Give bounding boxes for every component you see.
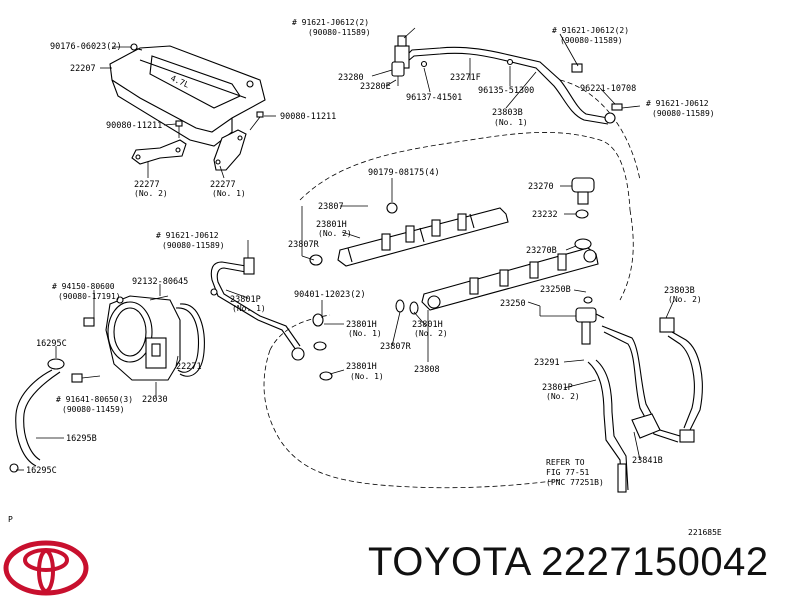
label-23808: 23808 [414,365,440,375]
fuel-rail-lower-23808[interactable] [421,247,599,311]
throttle-body-22030[interactable] [105,295,181,381]
bracket-22277-no1[interactable] [213,129,247,171]
label-fig-77-51: FIG 77-51 [546,468,590,477]
label-90080-11459: (90080-11459) [62,405,125,414]
label-22030: 22030 [142,395,168,405]
label-91621-j0612-c: # 91621-J0612 [646,99,709,108]
screw-icon [71,295,169,383]
label-91621-j0612-b: # 91621-J0612(2) [552,26,629,35]
label-23291: 23291 [534,358,560,368]
label-90080-11211-a: 90080-11211 [106,121,162,131]
label-23270: 23270 [528,182,554,192]
part-labels: 90176-06023(2) 22207 90080-11211 90080-1… [8,18,722,537]
label-23801h-b: 23801H [346,320,377,330]
label-23801p-b-no: (No. 2) [546,392,580,401]
label-23801h-c: 23801H [412,320,443,330]
label-90401-12023: 90401-12023(2) [294,290,366,300]
label-96135-51300: 96135-51300 [478,86,534,96]
label-96137-41501: 96137-41501 [406,93,462,103]
fuel-line-23801p-no1[interactable] [210,257,305,361]
label-23801h-a: 23801H [316,220,347,230]
hose-23803b-no2[interactable] [659,317,703,443]
label-23807r-a: 23807R [288,240,320,250]
label-23271f: 23271F [450,73,481,83]
label-23801p-b: 23801P [542,383,573,393]
bracket-22277-no2[interactable] [131,139,187,165]
label-23801p-a-no: (No. 1) [232,304,266,313]
fuel-rail-upper-23807[interactable] [337,202,509,267]
label-91621-j0612-d: # 91621-J0612 [156,231,219,240]
label-23803b-a: 23803B [492,108,523,118]
label-p: P [8,515,13,524]
label-16295c-a: 16295C [36,339,67,349]
label-90179-08175: 90179-08175(4) [368,168,440,178]
label-23807: 23807 [318,202,344,212]
label-91641-80650: # 91641-80650(3) [56,395,133,404]
engine-outline [263,79,641,489]
label-22277-a-no: (No. 2) [134,189,168,198]
label-22271: 22271 [176,362,202,372]
label-91621-j0612-a: # 91621-J0612(2) [292,18,369,27]
label-22207: 22207 [70,64,96,74]
label-23270b: 23270B [526,246,557,256]
label-94150-80600: # 94150-80600 [52,282,115,291]
label-23807r-b: 23807R [380,342,412,352]
label-92132-80645: 92132-80645 [132,277,188,287]
fuel-line-23801p-no2[interactable] [587,325,681,491]
regulator-23280[interactable] [391,61,405,86]
label-16295c-b: 16295C [26,466,57,476]
label-23841b: 23841B [632,456,663,466]
label-23803b-b: 23803B [664,286,695,296]
label-23801h-b-no: (No. 1) [348,329,382,338]
injector-23250[interactable] [575,307,605,345]
label-90080-11589-c: (90080-11589) [652,109,715,118]
label-23232: 23232 [532,210,558,220]
gasket-22271[interactable] [175,303,205,377]
label-23250: 23250 [500,299,526,309]
label-23803b-b-no: (No. 2) [668,295,702,304]
label-23250b: 23250B [540,285,571,295]
label-22277-b: 22277 [210,180,236,190]
label-22277-a: 22277 [134,180,160,190]
label-90080-11589-d: (90080-11589) [162,241,225,250]
label-16295b: 16295B [66,434,97,444]
label-23801p-a: 23801P [230,295,261,305]
label-refer-to: REFER TO [546,458,585,467]
label-90080-11211-b: 90080-11211 [280,112,336,122]
label-96221-10708: 96221-10708 [580,84,636,94]
hose-16295b[interactable] [9,358,65,473]
label-23801h-c-no: (No. 2) [414,329,448,338]
label-90080-17191: (90080-17191) [58,292,121,301]
label-90176-06023: 90176-06023(2) [50,42,122,52]
toyota-logo-icon [3,540,89,596]
engine-cover-22207[interactable]: 4.7L [109,43,266,147]
label-23803b-a-no: (No. 1) [494,118,528,127]
label-23280: 23280 [338,73,364,83]
seal-icon [309,209,593,381]
label-23280e: 23280E [360,82,391,92]
label-90080-11589-a: (90080-11589) [308,28,371,37]
label-23801h-a-no: (No. 2) [318,229,352,238]
label-figure-id: 221685E [688,528,722,537]
label-23801h-d: 23801H [346,362,377,372]
leader-lines [16,27,675,471]
clip-23841b[interactable] [617,413,661,493]
label-pnc-77251b: (PNC 77251B) [546,478,604,487]
pulsation-damper-23270[interactable] [571,177,595,250]
label-23801h-d-no: (No. 1) [350,372,384,381]
label-90080-11589-b: (90080-11589) [560,36,623,45]
fuel-hose-23271f[interactable] [394,35,623,125]
footer-brand-text: TOYOTA 2227150042 [368,540,769,584]
label-22277-b-no: (No. 1) [212,189,246,198]
bolt-icon [175,111,264,138]
